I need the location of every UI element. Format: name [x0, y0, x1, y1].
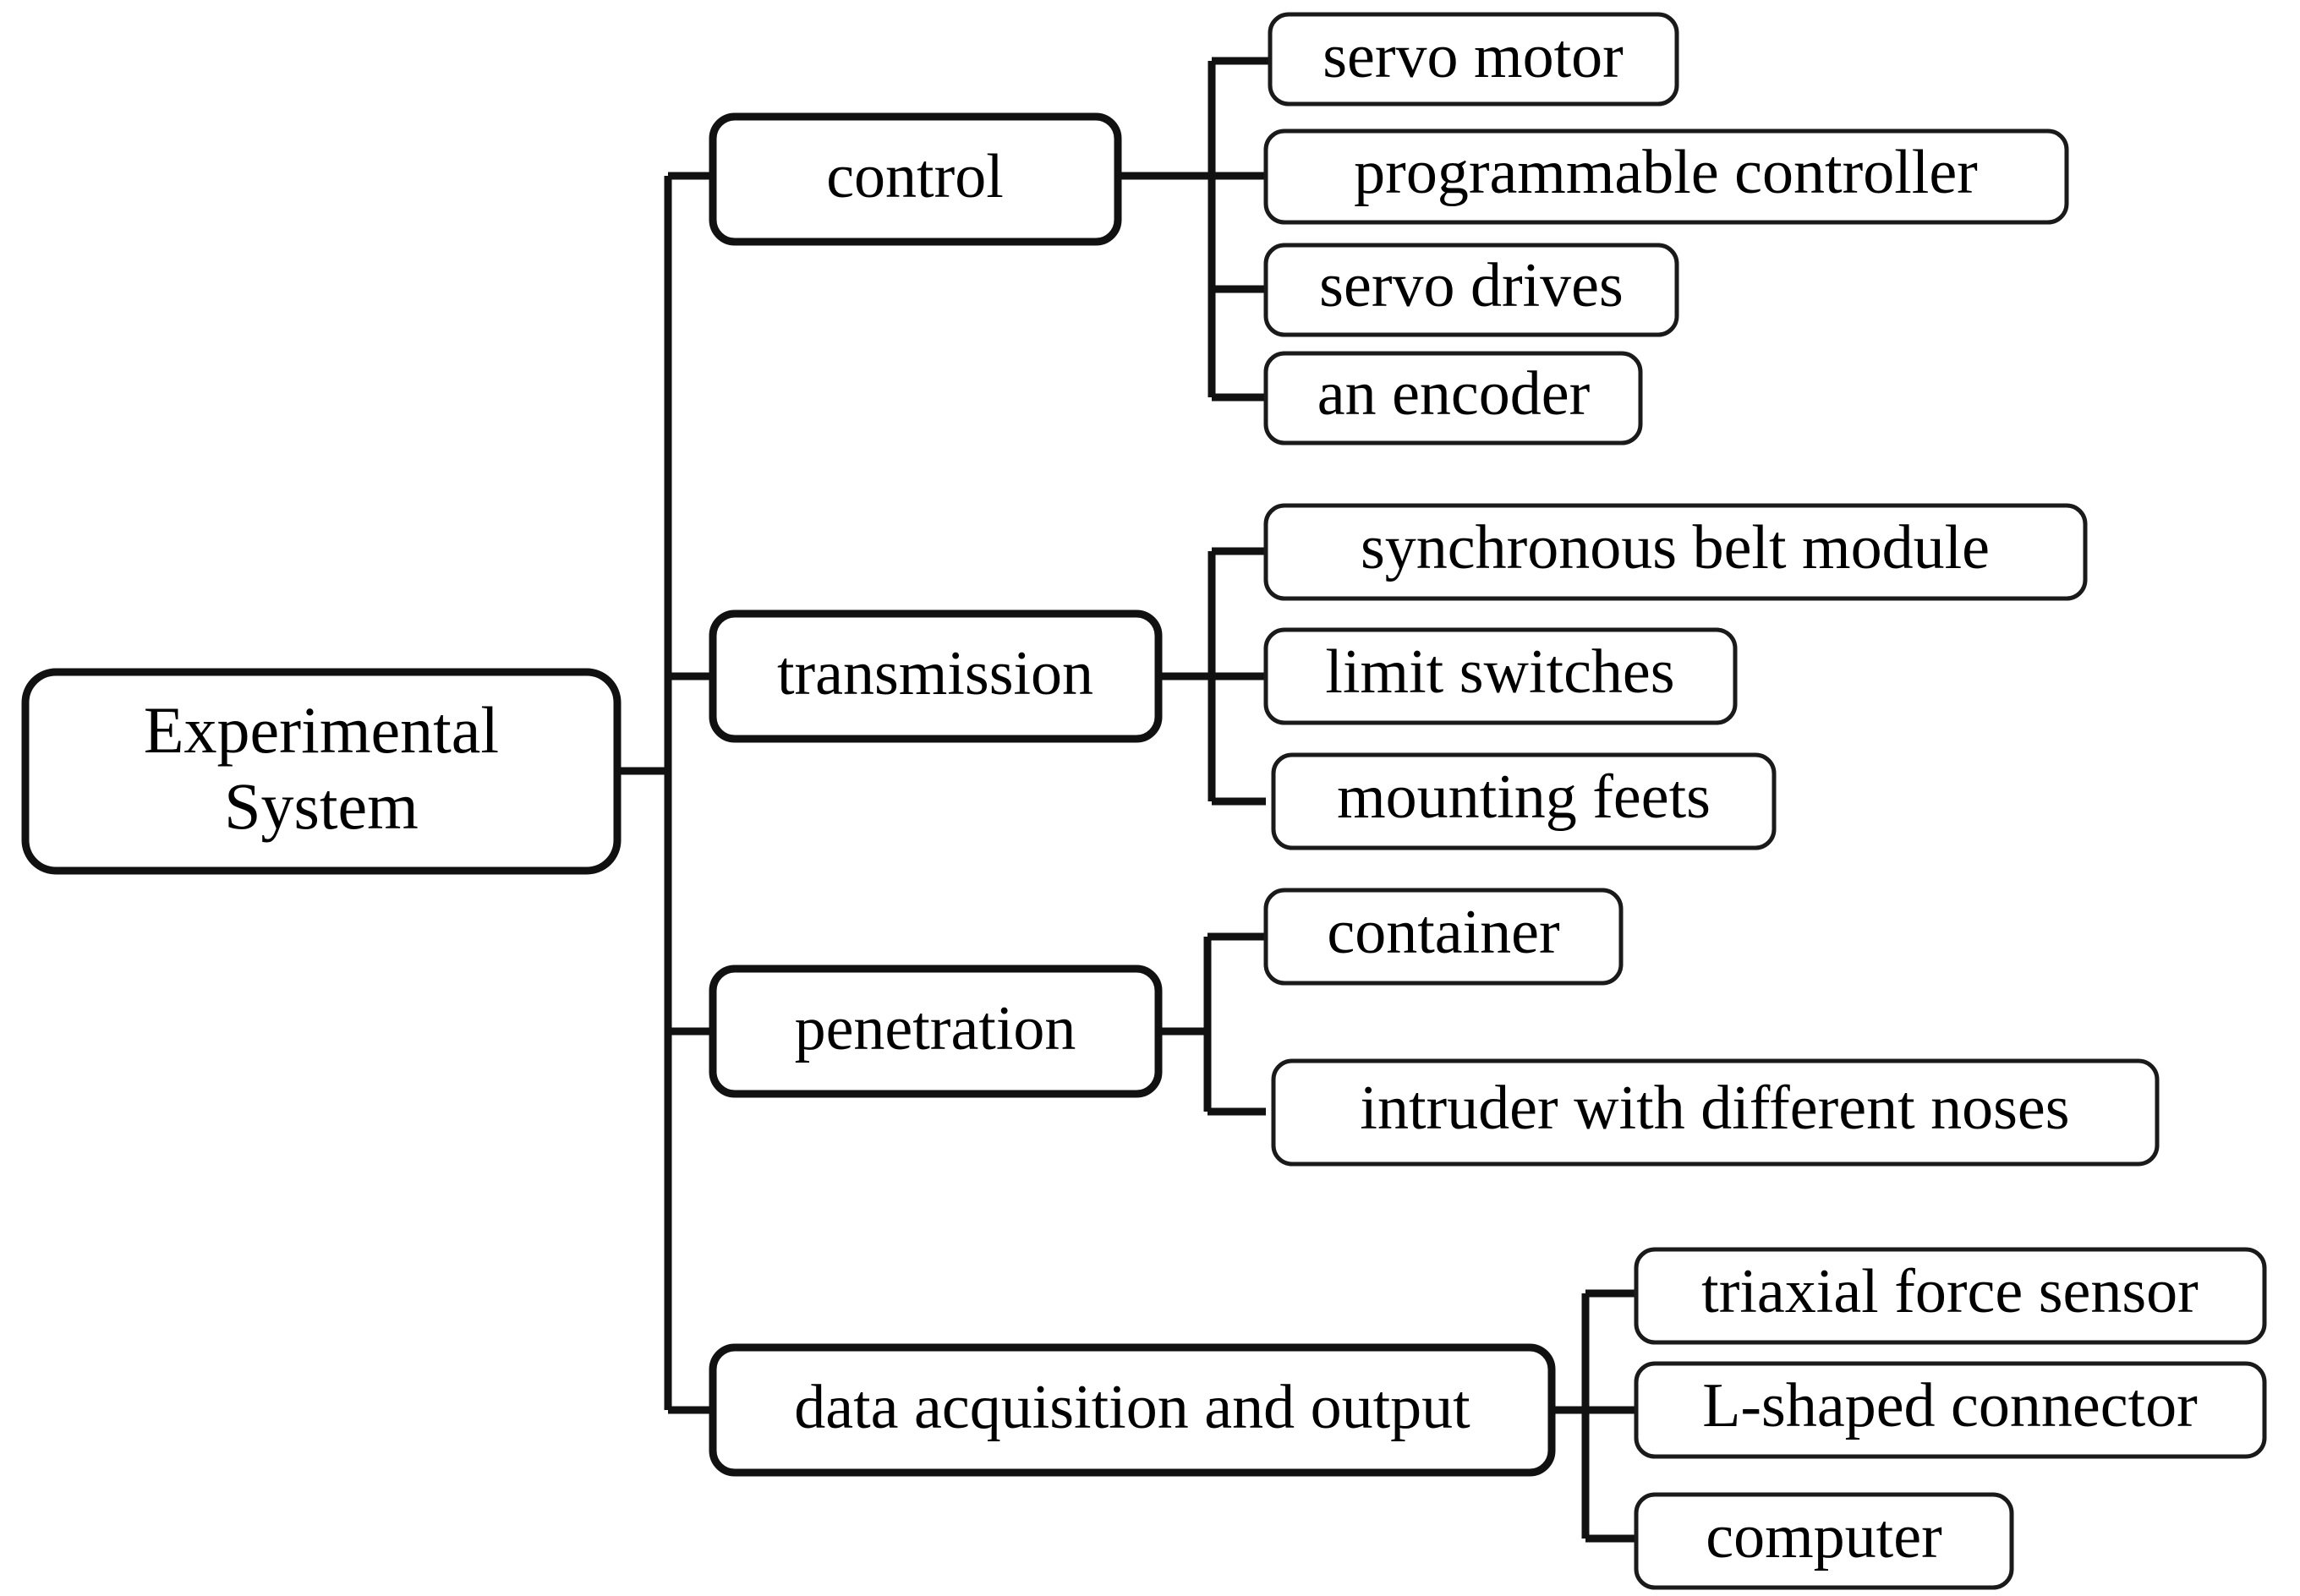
node-intruder-with-different-noses-label: intruder with different noses — [1360, 1074, 2069, 1143]
node-servo-motor-box[interactable] — [1268, 12, 1679, 107]
node-mounting-feets-label: mounting feets — [1337, 762, 1711, 832]
node-synchronous-belt-module-label: synchronous belt module — [1361, 513, 1990, 582]
node-servo-drives-label: servo drives — [1319, 251, 1624, 320]
node-experimental-system-label-line2: System — [224, 769, 419, 843]
node-servo-motor-label: servo motor — [1322, 22, 1624, 91]
node-experimental-system[interactable]: Experimental System — [21, 668, 622, 875]
node-data-acquisition-and-output-box[interactable] — [709, 1343, 1556, 1477]
node-triaxial-force-sensor[interactable]: triaxial force sensor — [1634, 1247, 2267, 1345]
node-synchronous-belt-module-box[interactable] — [1263, 503, 2088, 601]
connector-group-root — [617, 172, 713, 1414]
node-data-acquisition-and-output-label: data acquisition and output — [794, 1373, 1470, 1442]
node-computer-label: computer — [1706, 1502, 1941, 1571]
node-mounting-feets-box[interactable] — [1271, 752, 1777, 850]
node-intruder-with-different-noses[interactable]: intruder with different noses — [1271, 1058, 2160, 1167]
node-limit-switches[interactable]: limit switches — [1263, 627, 1738, 725]
node-programmable-controller-label: programmable controller — [1354, 138, 1978, 207]
node-mounting-feets[interactable]: mounting feets — [1271, 752, 1777, 850]
node-experimental-system-box[interactable] — [21, 668, 622, 875]
node-servo-drives[interactable]: servo drives — [1263, 243, 1679, 337]
node-computer-box[interactable] — [1634, 1492, 2014, 1590]
node-container-box[interactable] — [1263, 888, 1624, 986]
node-computer[interactable]: computer — [1634, 1492, 2014, 1590]
node-transmission[interactable]: transmission — [709, 609, 1163, 743]
node-triaxial-force-sensor-box[interactable] — [1634, 1247, 2267, 1345]
connector-group-control — [1118, 57, 1270, 402]
node-intruder-with-different-noses-box[interactable] — [1271, 1058, 2160, 1167]
node-control-label: control — [826, 142, 1004, 211]
node-experimental-system-label-line1: Experimental — [144, 693, 499, 767]
node-penetration[interactable]: penetration — [709, 965, 1163, 1098]
node-synchronous-belt-module[interactable]: synchronous belt module — [1263, 503, 2088, 601]
node-servo-motor[interactable]: servo motor — [1268, 12, 1679, 107]
node-control[interactable]: control — [709, 112, 1122, 246]
node-data-acquisition-and-output[interactable]: data acquisition and output — [709, 1343, 1556, 1477]
node-programmable-controller-box[interactable] — [1263, 128, 2069, 225]
node-penetration-label: penetration — [795, 994, 1076, 1063]
node-limit-switches-label: limit switches — [1325, 637, 1674, 707]
node-control-box[interactable] — [709, 112, 1122, 246]
node-limit-switches-box[interactable] — [1263, 627, 1738, 725]
connector-group-data-acquisition — [1552, 1289, 1636, 1543]
connector-group-transmission — [1158, 547, 1266, 806]
node-container[interactable]: container — [1263, 888, 1624, 986]
node-an-encoder-box[interactable] — [1263, 351, 1643, 445]
node-container-label: container — [1327, 898, 1559, 967]
connector-group-penetration — [1158, 932, 1266, 1116]
node-triaxial-force-sensor-label: triaxial force sensor — [1701, 1257, 2199, 1326]
node-l-shaped-connector[interactable]: L-shaped connector — [1634, 1361, 2267, 1459]
node-servo-drives-box[interactable] — [1263, 243, 1679, 337]
node-penetration-box[interactable] — [709, 965, 1163, 1098]
node-transmission-label: transmission — [777, 639, 1093, 708]
node-programmable-controller[interactable]: programmable controller — [1263, 128, 2069, 225]
node-an-encoder[interactable]: an encoder — [1263, 351, 1643, 445]
node-l-shaped-connector-box[interactable] — [1634, 1361, 2267, 1459]
node-l-shaped-connector-label: L-shaped connector — [1702, 1371, 2198, 1440]
node-an-encoder-label: an encoder — [1317, 359, 1591, 429]
node-transmission-box[interactable] — [709, 609, 1163, 743]
